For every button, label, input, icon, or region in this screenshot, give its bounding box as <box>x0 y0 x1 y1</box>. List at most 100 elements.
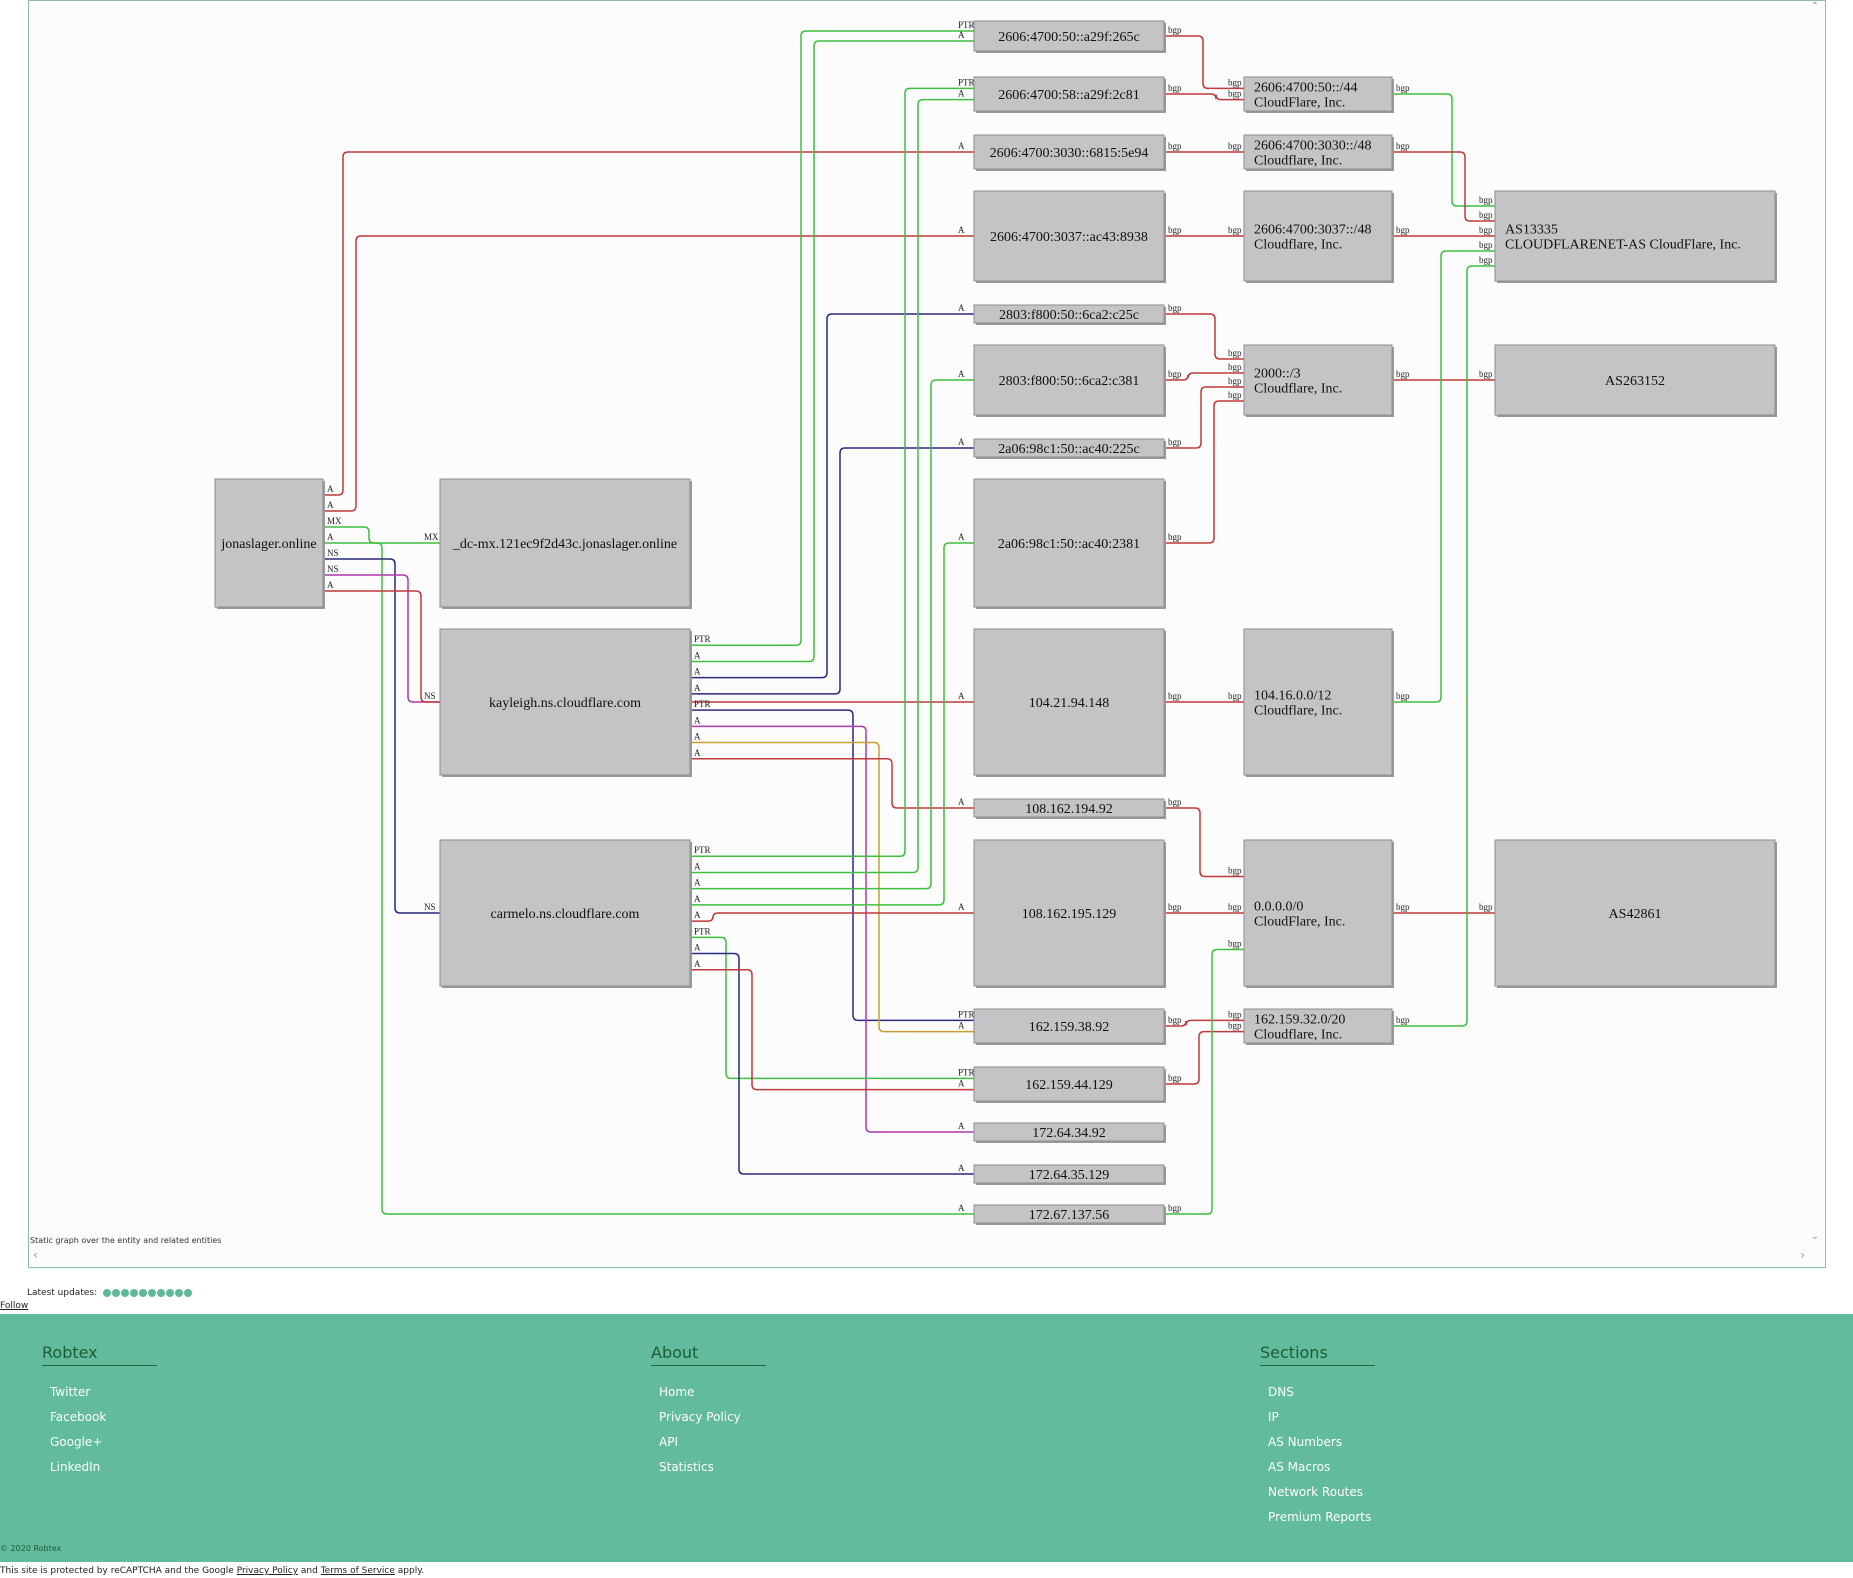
footer-link-home[interactable]: Home <box>659 1385 695 1399</box>
graph-node-ip10[interactable]: 108.162.194.92 <box>973 798 1166 819</box>
graph-node-ip14[interactable]: 172.64.34.92 <box>973 1122 1166 1143</box>
node-box <box>973 190 1165 282</box>
graph-edge <box>1164 93 1244 101</box>
footer-link-dns[interactable]: DNS <box>1268 1385 1294 1399</box>
update-dot-icon[interactable] <box>175 1289 184 1297</box>
footer-link-premium-reports[interactable]: Premium Reports <box>1268 1510 1372 1524</box>
graph-node-as2[interactable]: AS263152 <box>1494 344 1777 417</box>
graph-node-ip7[interactable]: 2a06:98c1:50::ac40:225c <box>973 438 1166 459</box>
graph-node-ip13[interactable]: 162.159.44.129 <box>973 1066 1166 1103</box>
recaptcha-suffix: apply. <box>397 1566 425 1576</box>
node-box <box>973 344 1165 416</box>
edge-label-target: A <box>958 1021 965 1031</box>
graph-node-ip11[interactable]: 108.162.195.129 <box>973 839 1166 988</box>
graph-node-jonas[interactable]: jonaslager.online <box>214 478 325 609</box>
graph-node-ip16[interactable]: 172.67.137.56 <box>973 1204 1166 1225</box>
edge-label-target: A <box>958 303 965 313</box>
update-dot-icon[interactable] <box>130 1289 139 1297</box>
edge-label-source: A <box>694 861 701 871</box>
edge-label-target: bgp <box>1479 369 1493 379</box>
edge-label-source: bgp <box>1168 303 1182 313</box>
graph-node-ip5[interactable]: 2803:f800:50::6ca2:c25c <box>973 304 1166 325</box>
graph-node-ip4[interactable]: 2606:4700:3037::ac43:8938 <box>973 190 1166 283</box>
footer-link-network-routes[interactable]: Network Routes <box>1268 1485 1364 1499</box>
edge-label-target: NS <box>424 902 436 912</box>
graph-node-ip9[interactable]: 104.21.94.148 <box>973 628 1166 777</box>
graph-node-ip2[interactable]: 2606:4700:58::a29f:2c81 <box>973 76 1166 113</box>
graph-node-carmelo[interactable]: carmelo.ns.cloudflare.com <box>439 839 692 988</box>
graph-node-ip1[interactable]: 2606:4700:50::a29f:265c <box>973 20 1166 53</box>
footer-link-linkedin[interactable]: LinkedIn <box>50 1460 101 1474</box>
update-dot-icon[interactable] <box>184 1289 193 1297</box>
node-label: 0.0.0.0/0 <box>1254 900 1303 915</box>
edge-label-source: bgp <box>1396 141 1410 151</box>
update-dot-icon[interactable] <box>112 1289 121 1297</box>
scroll-down-arrow-icon[interactable]: ⌄ <box>1810 1231 1819 1242</box>
graph-edge <box>690 952 974 1175</box>
update-dot-icon[interactable] <box>148 1289 157 1297</box>
graph-node-ip8[interactable]: 2a06:98c1:50::ac40:2381 <box>973 478 1166 609</box>
node-label: carmelo.ns.cloudflare.com <box>491 907 640 922</box>
edge-label-target: bgp <box>1228 376 1242 386</box>
edge-label-target: bgp <box>1228 902 1242 912</box>
footer-link-googleplus[interactable]: Google+ <box>50 1435 103 1449</box>
scroll-right-arrow-icon[interactable]: › <box>1800 1248 1805 1262</box>
footer-link-twitter[interactable]: Twitter <box>50 1385 91 1399</box>
graph-node-dcmx[interactable]: _dc-mx.121ec9f2d43c.jonaslager.online <box>439 478 692 609</box>
scroll-left-arrow-icon[interactable]: ‹ <box>33 1248 38 1262</box>
graph-node-ip3[interactable]: 2606:4700:3030::6815:5e94 <box>973 134 1166 171</box>
edge-label-source: A <box>327 484 334 494</box>
edge-label-target: A <box>958 30 965 40</box>
footer-link-as-macros[interactable]: AS Macros <box>1268 1460 1331 1474</box>
scroll-up-arrow-icon[interactable]: ⌃ <box>1810 1 1819 12</box>
node-box <box>1494 344 1776 416</box>
update-dots <box>103 1289 193 1297</box>
node-layer: jonaslager.online _dc-mx.121ec9f2d43c.jon… <box>214 20 1777 1225</box>
node-label: 2606:4700:3030::/48 <box>1254 139 1371 154</box>
update-dot-icon[interactable] <box>157 1289 166 1297</box>
update-dot-icon[interactable] <box>121 1289 130 1297</box>
graph-edge <box>1164 1030 1244 1085</box>
node-box <box>973 76 1165 112</box>
graph-edge <box>690 758 974 809</box>
graph-node-kayleigh[interactable]: kayleigh.ns.cloudflare.com <box>439 628 692 777</box>
node-label: AS13335 <box>1505 223 1558 238</box>
google-privacy-link[interactable]: Privacy Policy <box>236 1566 299 1576</box>
footer-link-as-numbers[interactable]: AS Numbers <box>1268 1435 1343 1449</box>
edge-label-source: PTR <box>694 634 711 644</box>
footer-column-robtex: Robtex Twitter Facebook Google+ LinkedIn <box>42 1343 157 1480</box>
edge-label-source: A <box>694 748 701 758</box>
footer-link-statistics[interactable]: Statistics <box>659 1460 714 1474</box>
update-dot-icon[interactable] <box>166 1289 175 1297</box>
edge-label-target: bgp <box>1228 866 1242 876</box>
footer-link-ip[interactable]: IP <box>1268 1410 1279 1424</box>
node-label: _dc-mx.121ec9f2d43c.jonaslager.online <box>452 537 677 552</box>
google-terms-link[interactable]: Terms of Service <box>320 1566 395 1576</box>
graph-node-ip15[interactable]: 172.64.35.129 <box>973 1164 1166 1185</box>
footer-link-facebook[interactable]: Facebook <box>50 1410 107 1424</box>
edge-label-target: bgp <box>1479 225 1493 235</box>
footer-link-api[interactable]: API <box>659 1435 678 1449</box>
edge-label-source: bgp <box>1168 797 1182 807</box>
follow-link[interactable]: Follow <box>0 1301 29 1311</box>
graph-node-as3[interactable]: AS42861 <box>1494 839 1777 988</box>
update-dot-icon[interactable] <box>103 1289 112 1297</box>
node-box <box>1243 1008 1393 1044</box>
node-box <box>973 1204 1165 1224</box>
edge-label-source: bgp <box>1168 369 1182 379</box>
graph-node-ip6[interactable]: 2803:f800:50::6ca2:c381 <box>973 344 1166 417</box>
update-dot-icon[interactable] <box>139 1289 148 1297</box>
edge-label-target: A <box>958 532 965 542</box>
node-label: AS42861 <box>1609 907 1662 922</box>
footer-link-privacy-policy[interactable]: Privacy Policy <box>659 1410 741 1424</box>
graph-node-ip12[interactable]: 162.159.38.92 <box>973 1008 1166 1045</box>
